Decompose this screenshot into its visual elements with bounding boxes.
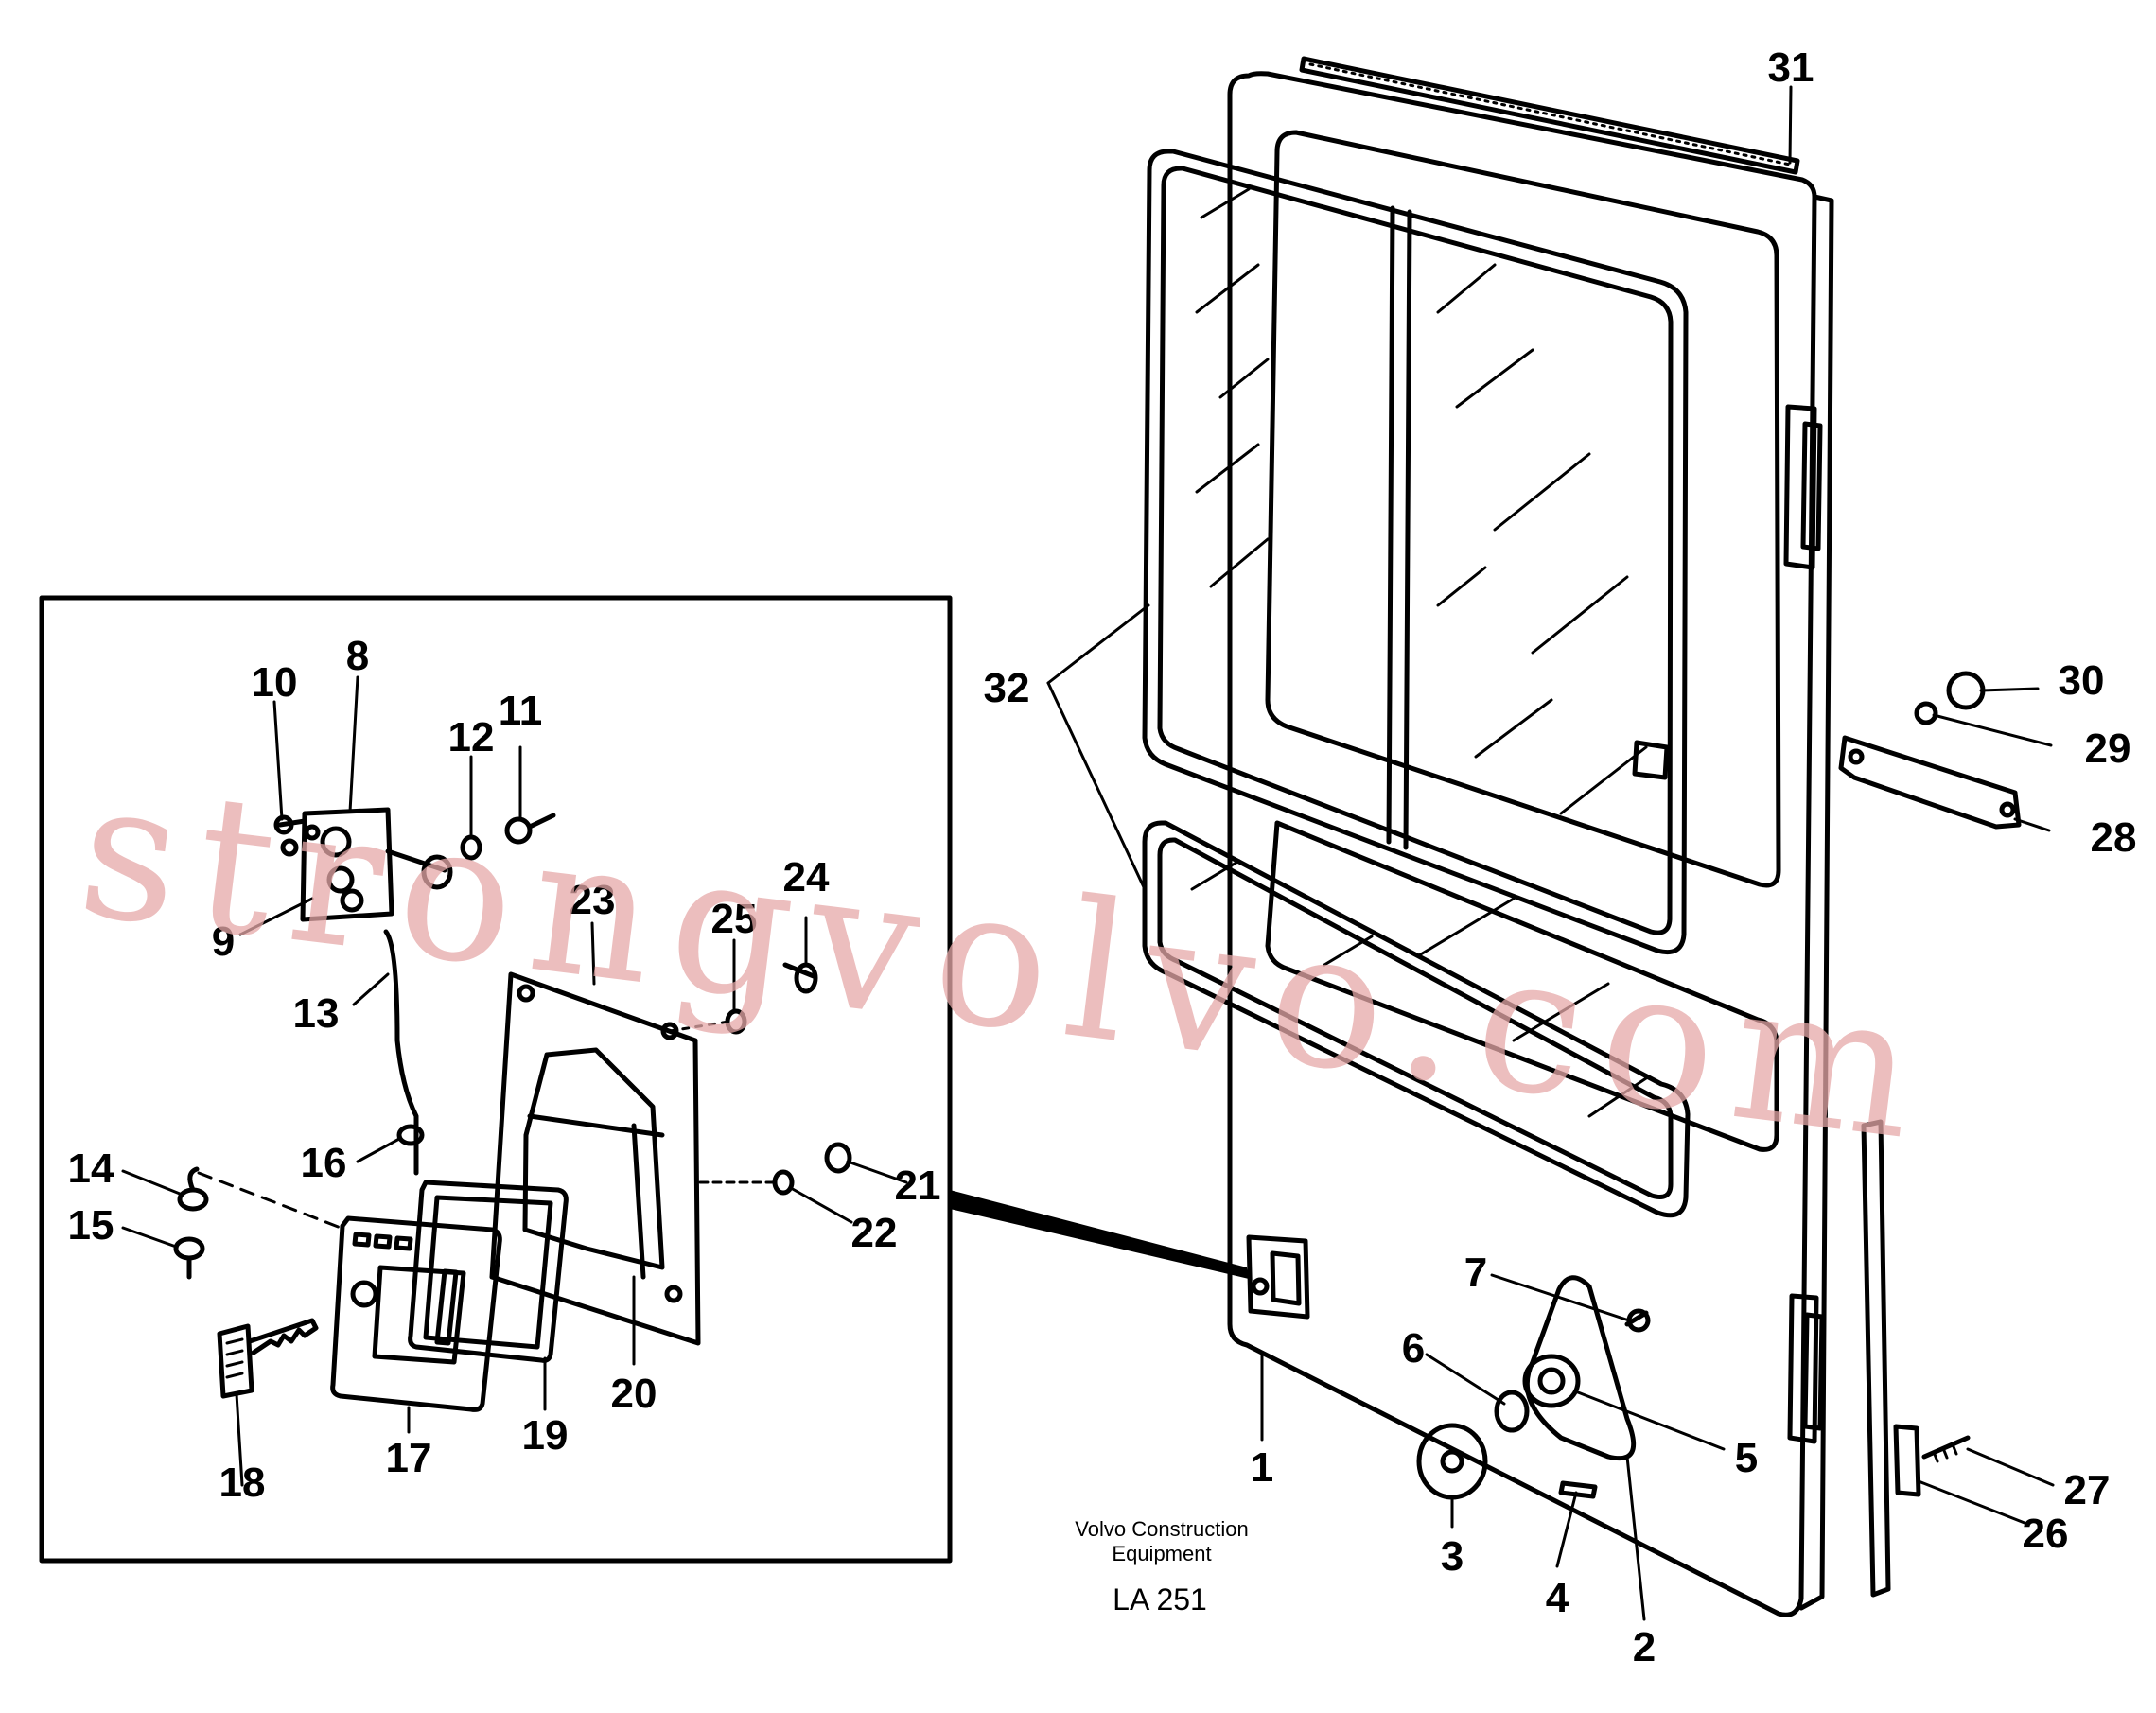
part-label-3: 3 bbox=[1441, 1533, 1464, 1580]
part-label-21: 21 bbox=[895, 1162, 941, 1209]
caption: Volvo Construction Equipment LA 251 bbox=[1075, 1517, 1248, 1617]
part-label-31: 31 bbox=[1768, 44, 1814, 91]
part-label-9: 9 bbox=[212, 918, 235, 965]
part-label-24: 24 bbox=[783, 854, 830, 900]
part-label-18: 18 bbox=[219, 1460, 266, 1506]
part-label-17: 17 bbox=[386, 1435, 432, 1481]
part-label-30: 30 bbox=[2059, 657, 2105, 704]
part-label-20: 20 bbox=[611, 1371, 657, 1417]
part-label-23: 23 bbox=[570, 877, 616, 923]
part-label-19: 19 bbox=[522, 1412, 569, 1459]
part-label-29: 29 bbox=[2085, 725, 2131, 772]
caption-line-2: Equipment bbox=[1112, 1542, 1211, 1565]
part-label-28: 28 bbox=[2091, 814, 2137, 861]
part-label-10: 10 bbox=[252, 659, 298, 706]
part-label-14: 14 bbox=[68, 1145, 114, 1192]
door-assembly bbox=[1142, 56, 2022, 1617]
part-label-1: 1 bbox=[1251, 1444, 1273, 1491]
caption-line-1: Volvo Construction bbox=[1075, 1517, 1248, 1541]
part-labels: 1 2 3 4 5 6 7 8 9 10 11 12 13 14 15 16 1… bbox=[68, 44, 2137, 1670]
part-label-2: 2 bbox=[1633, 1624, 1656, 1670]
part-label-25: 25 bbox=[711, 896, 758, 942]
door-leaders bbox=[1046, 85, 2055, 1621]
watermark: strongvolvo.com bbox=[69, 739, 1944, 1184]
part-label-4: 4 bbox=[1546, 1575, 1569, 1621]
part-label-7: 7 bbox=[1464, 1250, 1487, 1296]
part-label-15: 15 bbox=[68, 1202, 114, 1249]
part-label-26: 26 bbox=[2023, 1511, 2069, 1557]
part-label-6: 6 bbox=[1402, 1325, 1425, 1372]
part-label-27: 27 bbox=[2064, 1467, 2111, 1513]
part-label-8: 8 bbox=[346, 633, 369, 679]
handle-detail-inset bbox=[39, 595, 1249, 1564]
part-label-11: 11 bbox=[499, 688, 543, 734]
part-label-22: 22 bbox=[851, 1210, 898, 1256]
part-label-13: 13 bbox=[293, 990, 340, 1037]
part-label-5: 5 bbox=[1735, 1435, 1758, 1481]
part-label-12: 12 bbox=[448, 714, 495, 760]
part-label-32: 32 bbox=[984, 665, 1030, 711]
drawing-code: LA 251 bbox=[1113, 1582, 1207, 1617]
part-label-16: 16 bbox=[301, 1140, 347, 1186]
